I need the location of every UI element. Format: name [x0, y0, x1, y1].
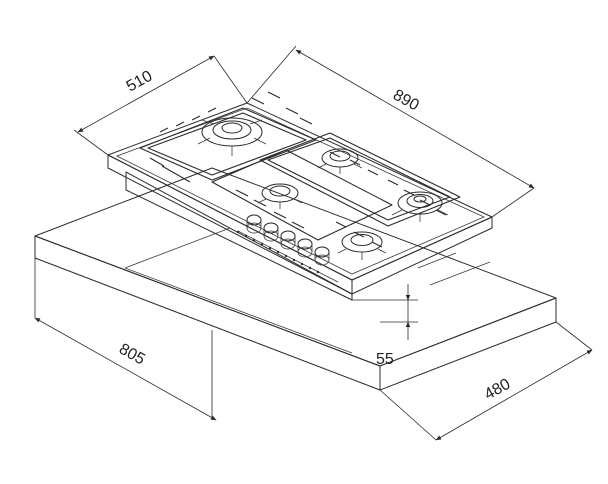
dimension-805: 805: [34, 258, 217, 421]
burner-triple-ring-wok: [197, 117, 267, 156]
dimension-55-label: 55: [376, 351, 394, 368]
dimension-480: 480: [379, 321, 593, 441]
dimension-480-label: 480: [482, 376, 514, 404]
dimension-55: 55: [352, 284, 418, 368]
burner-semi-rapid: [257, 183, 303, 209]
knob-1: [246, 214, 262, 234]
knob-5: [314, 246, 330, 266]
control-knobs: [246, 214, 330, 266]
dimension-890-label: 890: [390, 87, 422, 115]
cutout-opening: [124, 227, 491, 354]
pan-supports: [139, 91, 461, 248]
front-edge-markers: [236, 230, 320, 274]
dimension-805-label: 805: [116, 341, 148, 369]
burner-auxiliary: [337, 231, 387, 260]
burner-wok: [391, 191, 449, 222]
knob-3: [280, 230, 296, 250]
knob-4: [297, 238, 313, 258]
countertop-slab: [34, 167, 557, 391]
knob-2: [263, 222, 279, 242]
